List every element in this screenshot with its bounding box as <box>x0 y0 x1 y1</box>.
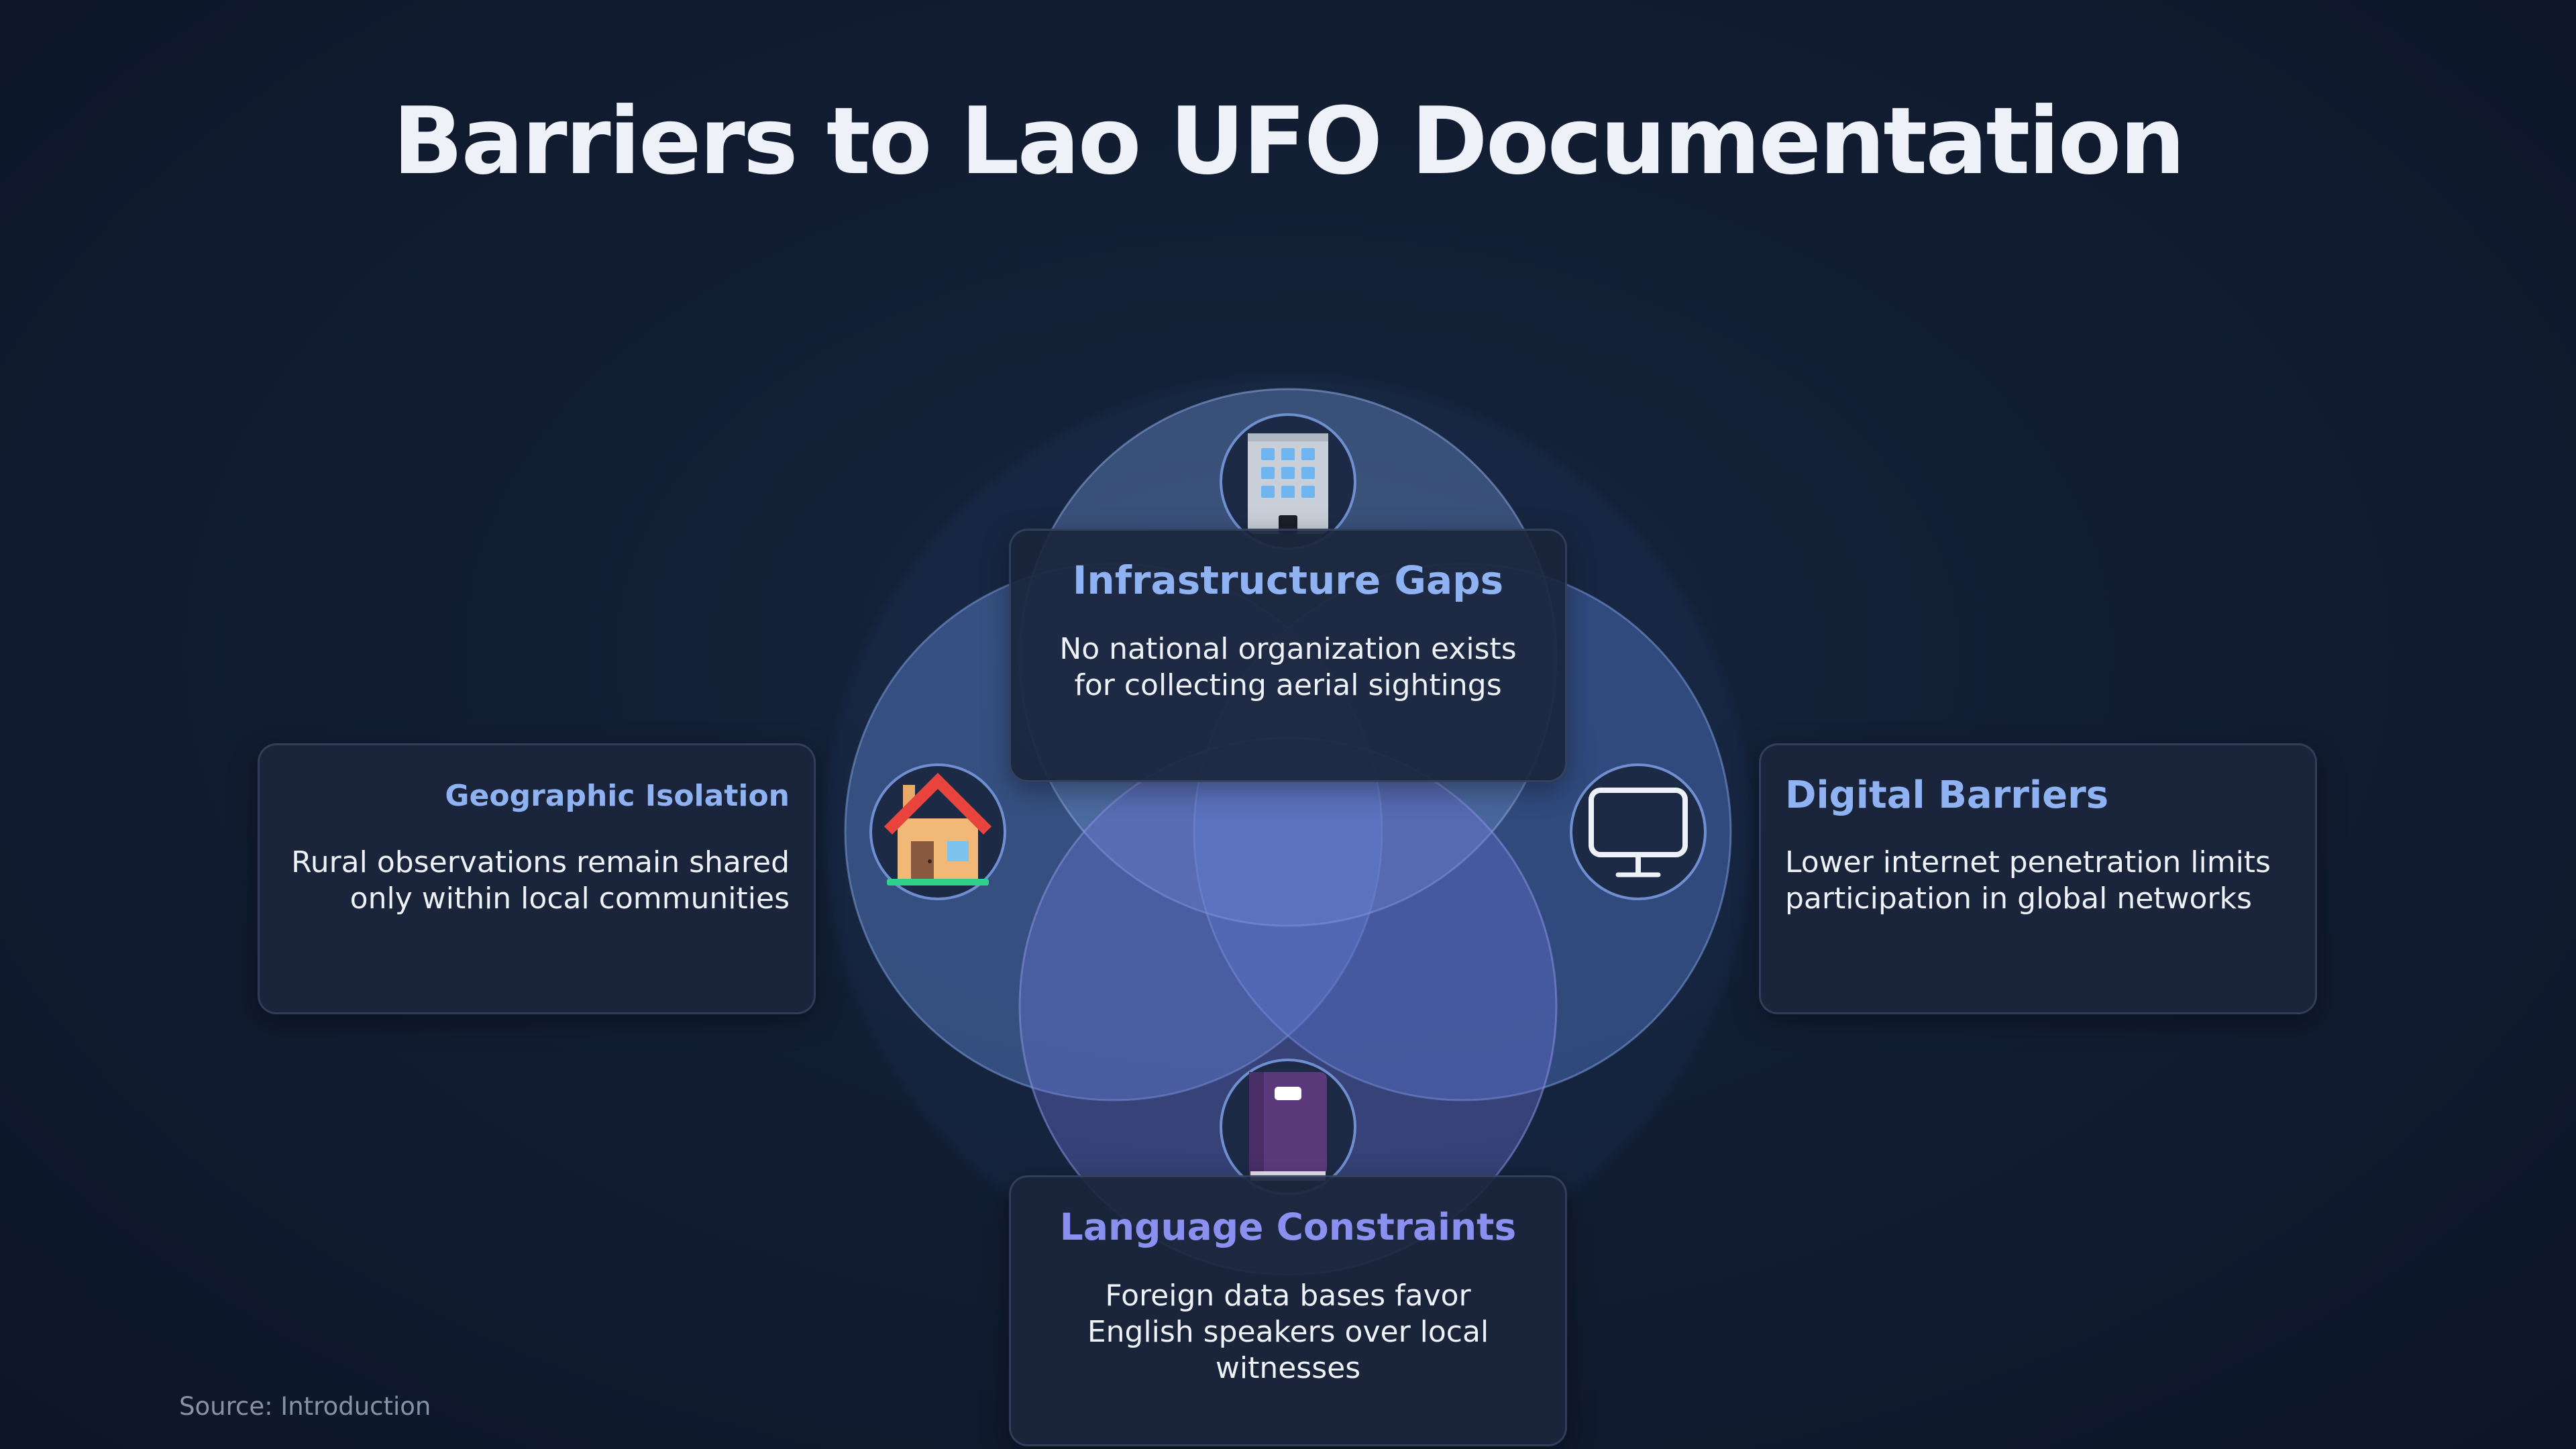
page-title: Barriers to Lao UFO Documentation <box>392 87 2185 195</box>
office-building-icon <box>1220 413 1356 550</box>
language-constraints-text: Foreign data bases favor English speaker… <box>1087 1279 1489 1385</box>
book-icon <box>1220 1059 1356 1195</box>
language-constraints-heading: Language Constraints <box>1059 1205 1517 1248</box>
source-note: Source: Introduction <box>179 1392 431 1421</box>
infrastructure-gaps-card: Infrastructure Gaps No national organiza… <box>1009 529 1567 782</box>
computer-monitor-icon <box>1570 763 1707 900</box>
language-constraints-card: Language Constraints Foreign data bases … <box>1009 1175 1567 1446</box>
infrastructure-gaps-heading: Infrastructure Gaps <box>1072 557 1504 603</box>
infrastructure-gaps-text: No national organization exists for coll… <box>1059 632 1517 702</box>
geographic-isolation-text: Rural observations remain shared only wi… <box>291 845 790 916</box>
digital-barriers-heading: Digital Barriers <box>1785 773 2109 817</box>
geographic-isolation-card: Geographic Isolation Rural observations … <box>258 743 816 1014</box>
geographic-isolation-heading: Geographic Isolation <box>445 779 790 813</box>
digital-barriers-text: Lower internet penetration limits partic… <box>1785 845 2271 916</box>
digital-barriers-card: Digital Barriers Lower internet penetrat… <box>1759 743 2317 1014</box>
house-icon <box>869 763 1006 900</box>
